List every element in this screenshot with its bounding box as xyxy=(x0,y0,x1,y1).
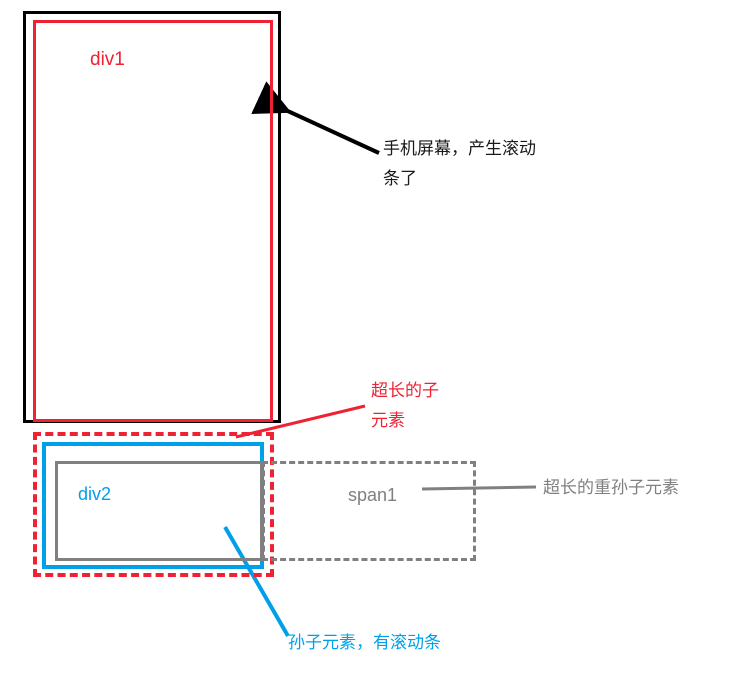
overlong-child-element-box xyxy=(33,432,274,577)
grandchild-annotation-text: 孙子元素，有滚动条 xyxy=(288,633,441,652)
phone-screen-annotation-text: 手机屏幕，产生滚动 条了 xyxy=(383,139,536,188)
div1-box xyxy=(33,20,273,422)
div2-label: div2 xyxy=(78,484,112,504)
great-grandchild-annotation-text: 超长的重孙子元素 xyxy=(543,478,679,497)
phone-screen-leader-line xyxy=(251,81,380,155)
div1-label: div1 xyxy=(90,49,125,70)
span1-label: span1 xyxy=(348,485,398,505)
div2-inner-content-box xyxy=(55,461,263,561)
overlong-child-annotation-text: 超长的子 元素 xyxy=(371,381,439,430)
span1-overlong-great-grandchild-box xyxy=(262,461,476,561)
